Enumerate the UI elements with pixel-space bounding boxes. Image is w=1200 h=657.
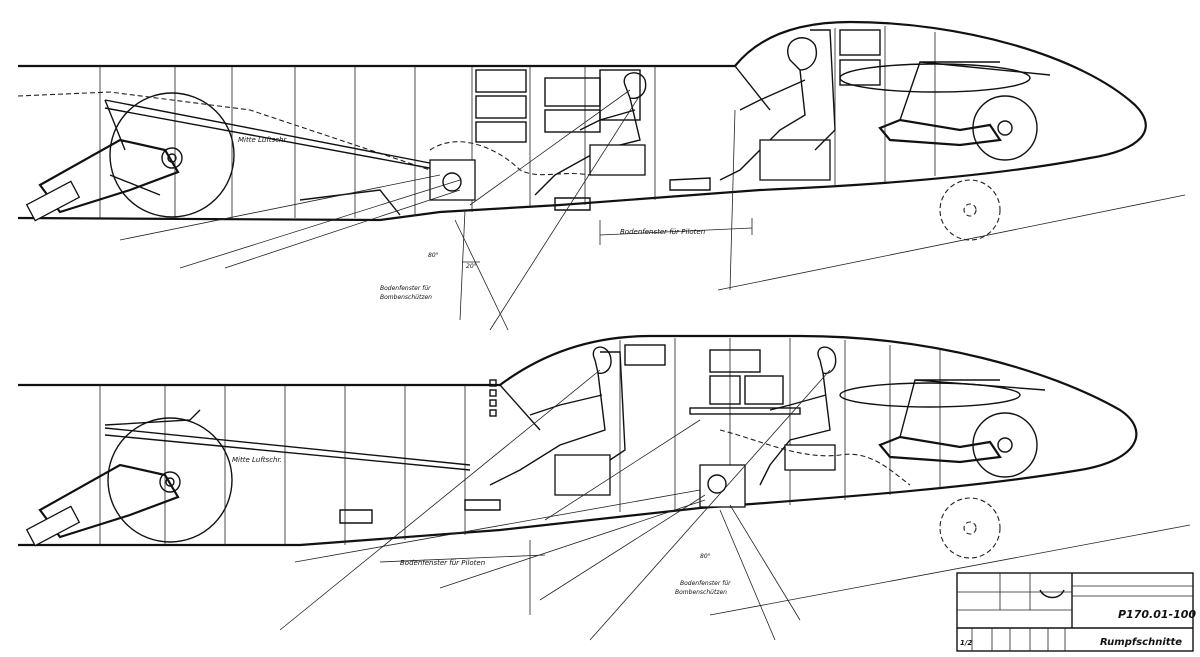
- lower-fuselage-section: Mitte Luftschr. Bodenfenster für Piloten…: [18, 334, 1191, 641]
- lower-nose-fairing: [839, 382, 1021, 408]
- upper-angle-label-1: 80°: [428, 252, 439, 259]
- upper-pilot-figure: [719, 29, 836, 181]
- lower-bombsight-box: [699, 429, 911, 508]
- title-block: P170.01-100 Rumpfschnitte 1/2: [956, 572, 1196, 652]
- upper-prop-shaft: [104, 99, 441, 171]
- lower-pilot-window-label: Bodenfenster für Piloten: [400, 559, 485, 567]
- lower-sight-lines: [279, 369, 1191, 641]
- upper-angle-label-2: 20°: [466, 263, 477, 270]
- lower-canopy-line: [499, 384, 541, 431]
- lower-fuselage-outline: [18, 334, 1138, 547]
- lower-floor-panel: [339, 499, 501, 524]
- lower-prop-shaft: [104, 427, 471, 471]
- upper-fuselage-section: Mitte Luftschr. Bodenfenster für Piloten…: [17, 20, 1186, 331]
- lower-equipment-boxes: [624, 344, 801, 415]
- lower-axis-label: Mitte Luftschr.: [232, 456, 282, 464]
- upper-axis-label: Mitte Luftschr.: [238, 136, 288, 144]
- upper-pilot-window-label: Bodenfenster für Piloten: [620, 228, 705, 236]
- upper-main-gear: [25, 92, 235, 222]
- upper-nose-gear: [878, 61, 1051, 241]
- upper-canopy-line: [734, 65, 771, 111]
- lower-nose-gear: [878, 379, 1046, 559]
- upper-frames: [99, 26, 936, 218]
- lower-frames: [99, 338, 941, 545]
- upper-equipment-boxes: [475, 29, 881, 143]
- upper-bomb-window-label-2: Bombenschützen: [380, 294, 432, 301]
- drawing-number: P170.01-100: [1118, 608, 1196, 621]
- upper-floor-panel: [299, 177, 711, 216]
- upper-nose-fairing: [839, 63, 1031, 93]
- lower-angle-label-1: 80°: [700, 553, 711, 560]
- upper-sight-lines: [119, 89, 1186, 331]
- lower-bombardier-figure: [759, 346, 837, 486]
- upper-bombardier-figure: [534, 72, 647, 196]
- upper-fuselage-outline: [17, 20, 1147, 222]
- sheet-marker: 1/2: [960, 639, 972, 647]
- upper-propeller-axis: [17, 91, 431, 171]
- lower-canopy-instruments: [489, 379, 497, 417]
- lower-bomb-window-label-2: Bombenschützen: [675, 589, 727, 596]
- upper-bomb-window-label-1: Bodenfenster für: [380, 285, 431, 292]
- lower-main-gear: [25, 409, 233, 547]
- lower-bomb-window-label-1: Bodenfenster für: [680, 580, 731, 587]
- lower-pilot-figure: [489, 346, 626, 496]
- upper-bombsight-box: [429, 141, 591, 201]
- drawing-title: Rumpfschnitte: [1100, 637, 1182, 648]
